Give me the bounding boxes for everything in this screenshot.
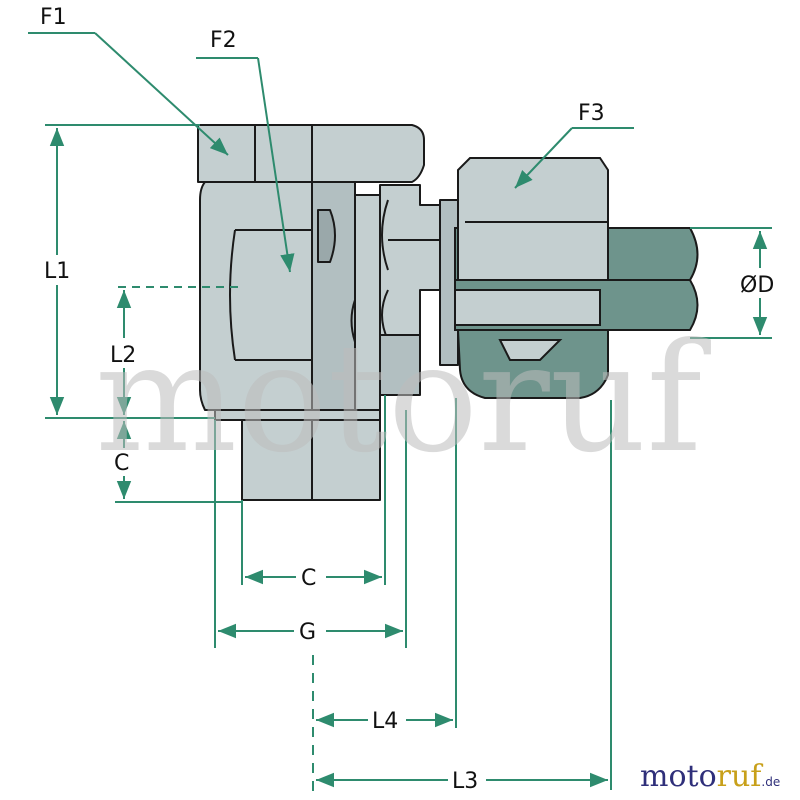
svg-text:motoruf.de: motoruf.de [640,759,780,794]
nut-f3 [456,157,609,399]
label-l1: L1 [44,259,70,284]
label-l2: L2 [110,343,136,368]
label-c-vertical: C [114,451,129,476]
label-l4: L4 [372,709,398,734]
label-g: G [299,620,316,645]
logo-part1: moto [640,759,717,794]
fitting-body [197,124,459,501]
label-f1: F1 [40,5,67,30]
label-od: ØD [740,273,774,298]
logo-suffix: .de [761,775,780,789]
motoruf-logo: motoruf.de [640,759,780,794]
label-masks [42,255,783,794]
label-l3: L3 [452,769,478,794]
hex-f2 [199,181,313,411]
watermark-text: motoruf [95,312,711,486]
label-f2: F2 [210,28,237,53]
logo-part2: ruf [717,759,764,794]
label-f3: F3 [578,101,605,126]
label-c-horizontal: C [301,566,316,591]
